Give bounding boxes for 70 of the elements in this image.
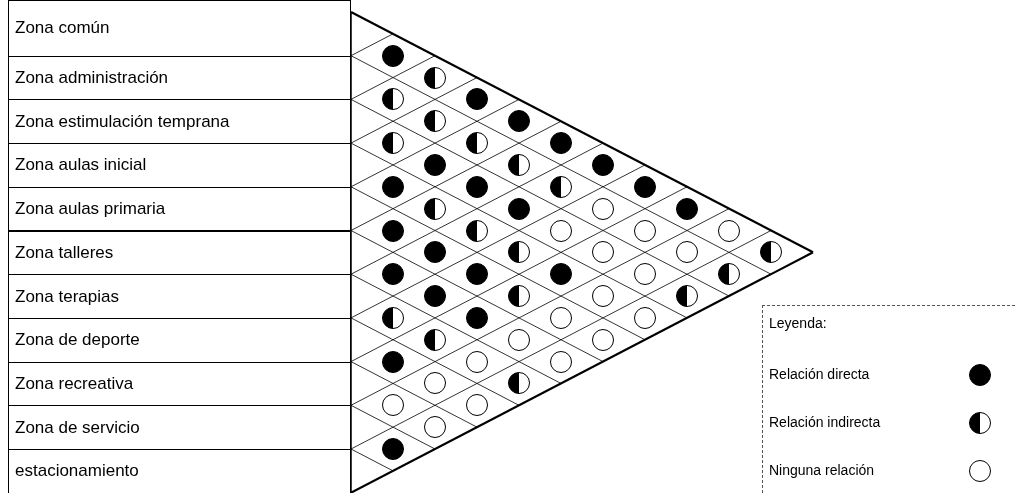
half-filled-circle xyxy=(423,196,447,221)
half-filled-circle xyxy=(465,218,489,243)
half-filled-circle xyxy=(423,109,447,134)
filled-circle xyxy=(423,240,447,265)
half-filled-circle xyxy=(507,152,531,177)
half-filled-circle xyxy=(381,87,405,112)
filled-circle xyxy=(381,218,405,243)
filled-circle xyxy=(465,87,489,112)
zone-row: Zona estimulación temprana xyxy=(8,99,351,145)
filled-circle xyxy=(549,262,573,287)
half-filled-circle xyxy=(507,284,531,309)
empty-circle xyxy=(633,262,657,287)
filled-circle xyxy=(507,109,531,134)
filled-circle xyxy=(507,196,531,221)
half-filled-circle xyxy=(465,131,489,156)
half-filled-circle xyxy=(381,305,405,330)
zone-row: Zona aulas primaria xyxy=(8,186,351,232)
empty-circle xyxy=(381,393,405,418)
zone-row: Zona recreativa xyxy=(8,361,351,407)
zone-row: estacionamiento xyxy=(8,449,351,493)
zone-row: Zona aulas inicial xyxy=(8,143,351,188)
half-filled-circle xyxy=(381,131,405,156)
legend-label: Relación directa xyxy=(769,366,870,382)
empty-circle xyxy=(549,349,573,374)
zone-row: Zona terapias xyxy=(8,274,351,319)
filled-circle xyxy=(423,284,447,309)
zone-row: Zona de deporte xyxy=(8,317,351,363)
filled-circle xyxy=(675,196,699,221)
half-filled-circle xyxy=(423,65,447,90)
empty-circle xyxy=(675,240,699,265)
empty-circle xyxy=(591,284,615,309)
half-filled-circle xyxy=(423,327,447,352)
legend-title: Leyenda: xyxy=(769,315,827,331)
legend-label: Ninguna relación xyxy=(769,462,875,478)
half-filled-circle xyxy=(549,174,573,199)
empty-circle xyxy=(423,415,447,440)
filled-circle xyxy=(549,131,573,156)
filled-circle xyxy=(591,152,615,177)
filled-circle xyxy=(381,174,405,199)
empty-circle xyxy=(591,327,615,352)
filled-circle xyxy=(381,349,405,374)
legend-label: Relación indirecta xyxy=(769,414,881,430)
filled-circle xyxy=(381,262,405,287)
filled-circle xyxy=(381,437,405,461)
empty-circle xyxy=(549,305,573,330)
empty-circle xyxy=(591,196,615,221)
half-filled-circle xyxy=(675,284,699,309)
zone-row: Zona administración xyxy=(8,55,351,101)
empty-circle xyxy=(633,305,657,330)
filled-circle xyxy=(423,152,447,177)
half-filled-circle xyxy=(717,262,741,287)
filled-circle xyxy=(465,262,489,287)
empty-circle xyxy=(549,218,573,243)
filled-circle xyxy=(465,305,489,330)
half-filled-circle xyxy=(507,371,531,396)
empty-circle xyxy=(717,218,741,243)
filled-circle xyxy=(465,174,489,199)
empty-circle xyxy=(465,393,489,418)
empty-circle xyxy=(633,218,657,243)
half-filled-circle xyxy=(759,240,783,265)
empty-circle xyxy=(507,327,531,352)
filled-circle xyxy=(381,43,405,68)
half-filled-circle xyxy=(507,240,531,265)
empty-circle xyxy=(423,371,447,396)
empty-circle xyxy=(591,240,615,265)
zone-row: Zona común xyxy=(8,0,351,57)
zone-row: Zona talleres xyxy=(8,230,351,276)
empty-circle xyxy=(465,349,489,374)
zone-row: Zona de servicio xyxy=(8,405,351,450)
filled-circle xyxy=(633,174,657,199)
